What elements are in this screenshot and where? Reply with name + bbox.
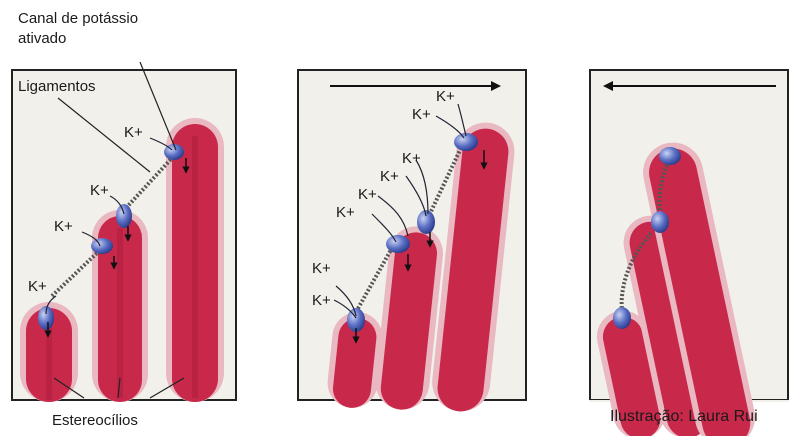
label-channel-line2: ativado: [18, 30, 66, 47]
k-label-1d: K+: [124, 124, 143, 141]
k-label-2b: K+: [312, 292, 331, 309]
channel-3b: [651, 211, 669, 233]
k-label-2d: K+: [358, 186, 377, 203]
k-label-2a: K+: [312, 260, 331, 277]
k-label-2g: K+: [412, 106, 431, 123]
k-label-2c: K+: [336, 204, 355, 221]
label-ligaments: Ligamentos: [18, 78, 96, 95]
k-label-1b: K+: [54, 218, 73, 235]
panel-1: [12, 62, 236, 402]
channel-1b: [91, 238, 113, 254]
k-label-2e: K+: [380, 168, 399, 185]
channel-3a: [613, 307, 631, 329]
k-label-2h: K+: [436, 88, 455, 105]
stereocilium-tall-1: [166, 118, 224, 402]
k-label-1c: K+: [90, 182, 109, 199]
k-label-2f: K+: [402, 150, 421, 167]
label-channel-line1: Canal de potássio: [18, 10, 138, 27]
channel-2b: [386, 235, 410, 253]
channel-1c: [116, 204, 132, 228]
label-stereocilia: Estereocílios: [52, 412, 138, 429]
panel-3: [589, 70, 789, 436]
label-credit: Ilustração: Laura Rui: [610, 408, 758, 426]
k-label-1a: K+: [28, 278, 47, 295]
channel-3c: [659, 147, 681, 165]
